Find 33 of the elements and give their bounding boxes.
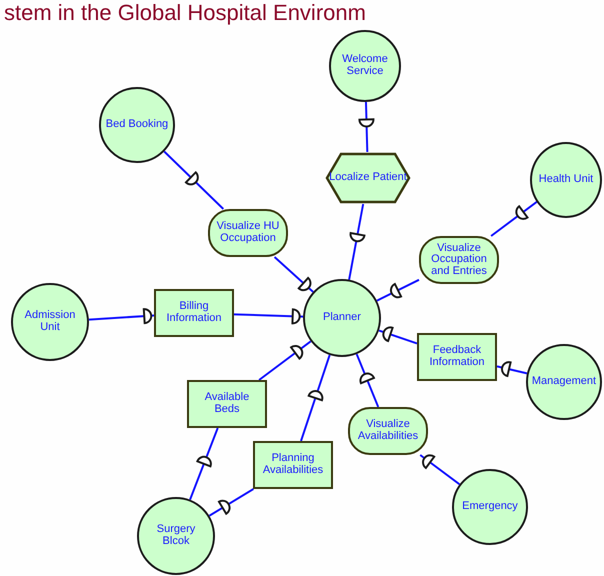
actor-circle: Emergency bbox=[452, 469, 528, 545]
dependency-link bbox=[496, 361, 528, 377]
actor-circle: Welcome Service bbox=[329, 30, 401, 102]
dependency-link bbox=[189, 428, 219, 500]
dependency-link bbox=[378, 326, 418, 344]
actor-circle: Bed Booking bbox=[99, 87, 175, 163]
dependency-link bbox=[358, 102, 374, 152]
dependency-link bbox=[356, 354, 380, 408]
resource-box: Available Beds bbox=[187, 380, 267, 428]
dependency-link bbox=[420, 454, 460, 486]
dependency-link bbox=[258, 340, 312, 381]
title: stem in the Global Hospital Environm bbox=[4, 0, 366, 26]
dependency-link bbox=[234, 308, 304, 324]
dependency-link bbox=[490, 200, 538, 237]
dependency-link bbox=[300, 354, 331, 442]
dependency-link bbox=[88, 308, 154, 324]
resource-box: Feedback Information bbox=[417, 333, 497, 381]
actor-circle: Management bbox=[526, 344, 602, 420]
actor-circle: Health Unit bbox=[530, 142, 602, 218]
resource-box: Billing Information bbox=[154, 289, 234, 337]
task-box: Visualize Occupation and Entries bbox=[419, 236, 499, 284]
dependency-link bbox=[348, 204, 366, 280]
dependency-link bbox=[376, 278, 420, 302]
dependency-link bbox=[208, 488, 254, 517]
actor-circle: Surgery Blcok bbox=[137, 497, 215, 575]
dependency-link bbox=[274, 256, 314, 293]
dependency-link bbox=[164, 150, 224, 210]
task-box: Visualize HU Occupation bbox=[208, 209, 288, 257]
actor-circle: Planner bbox=[303, 279, 381, 357]
goal-hexagon: Localize Patient bbox=[325, 152, 411, 204]
actor-circle: Admission Unit bbox=[11, 283, 89, 361]
task-box: Visualize Availabilities bbox=[348, 407, 428, 455]
resource-box: Planning Availabilities bbox=[253, 441, 333, 489]
